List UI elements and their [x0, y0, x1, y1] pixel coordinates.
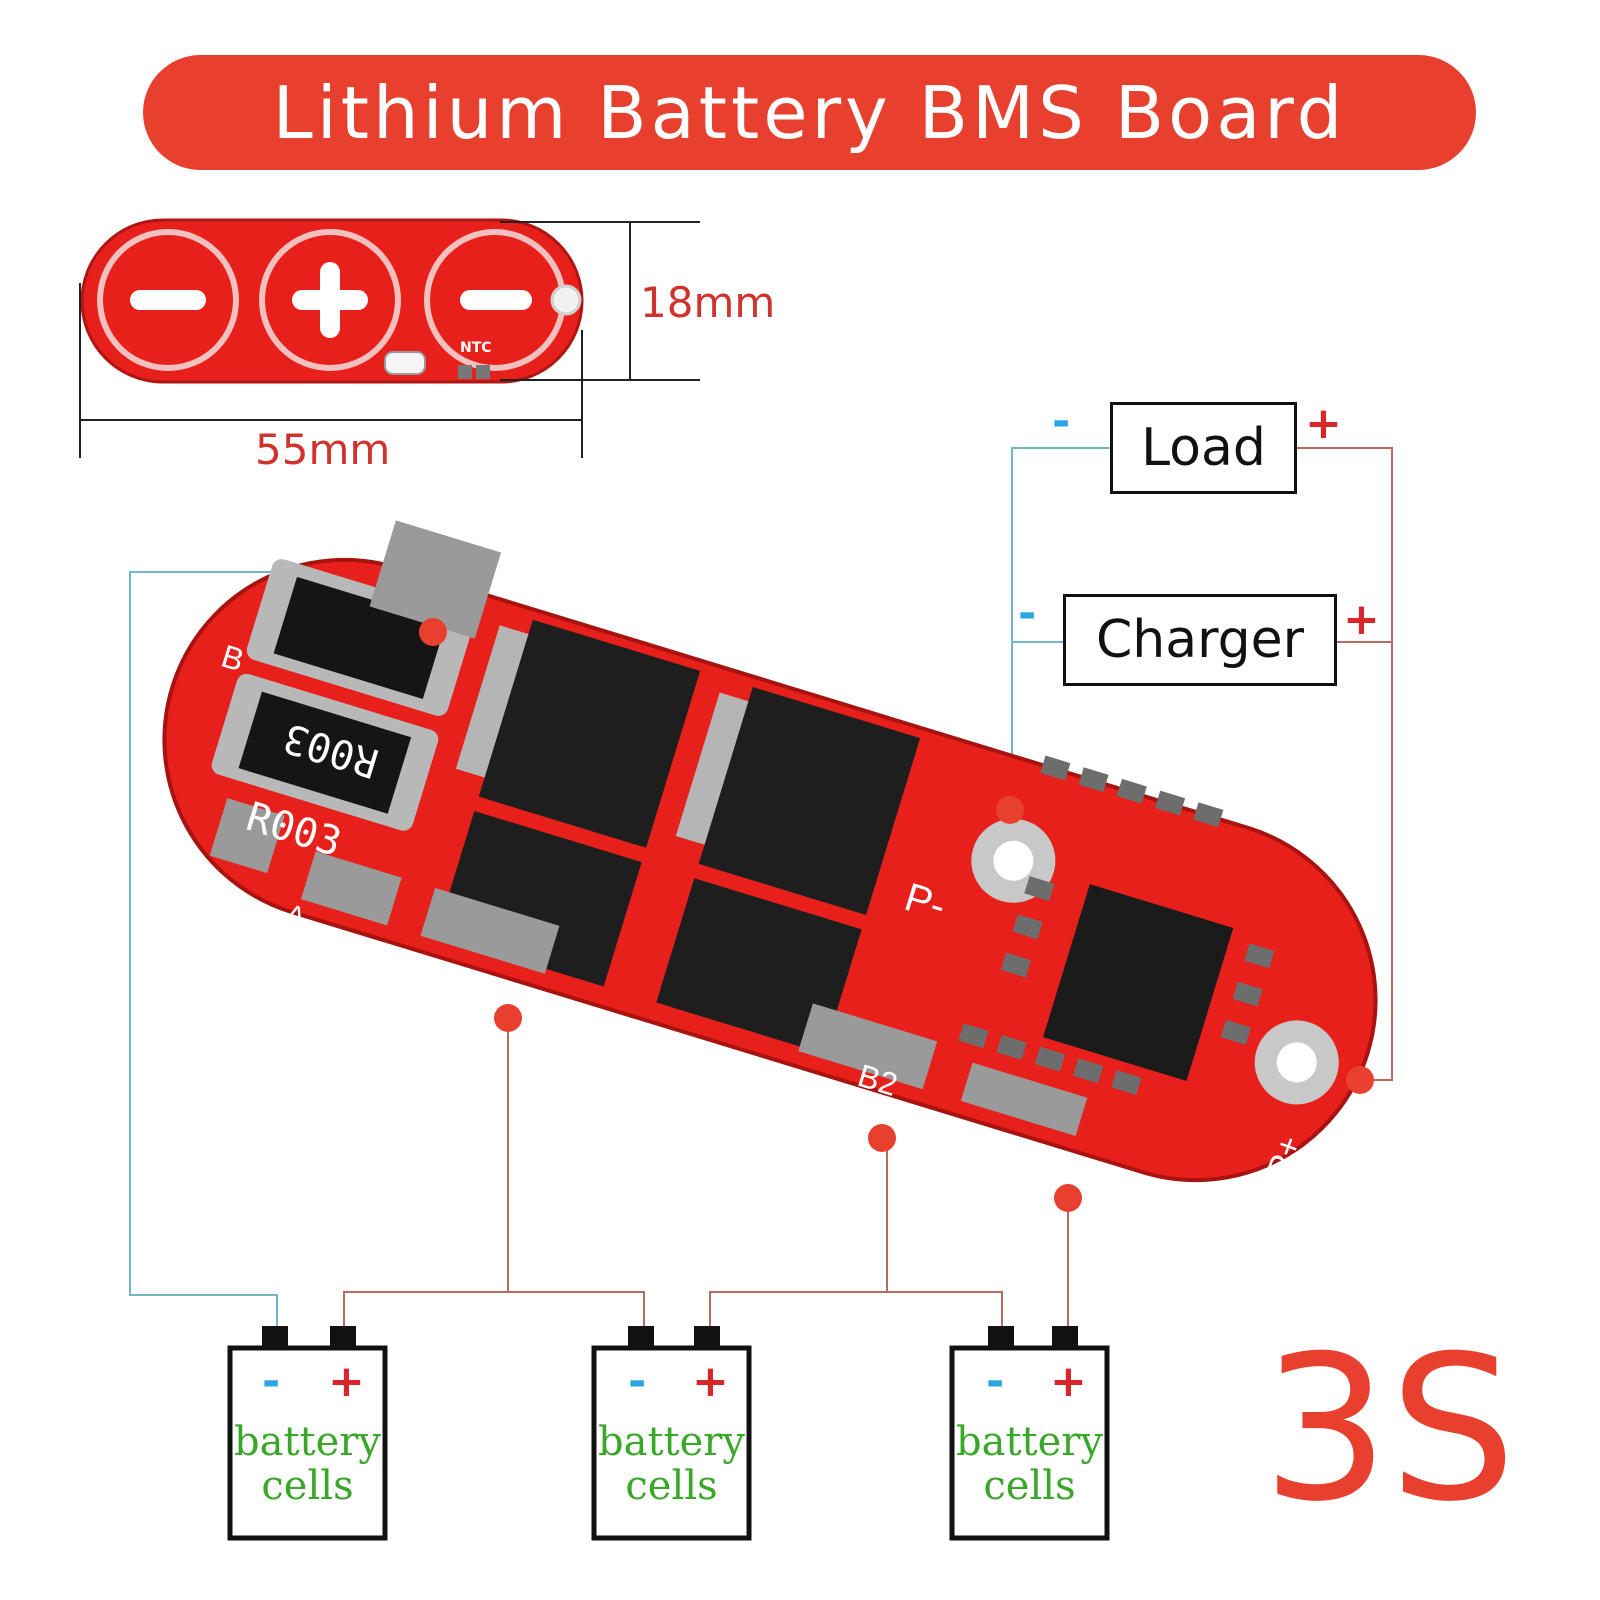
charger-minus-sign: -	[1018, 588, 1037, 639]
cell-minus-sign: -	[986, 1356, 1005, 1407]
load-box: Load	[1110, 402, 1297, 494]
pcb-board	[162, 520, 1378, 1183]
small-board: NTC	[80, 218, 584, 384]
pad-b-plus-label: B+	[1174, 1191, 1220, 1234]
connection-dots	[419, 618, 1374, 1212]
resistor-label: R003	[278, 713, 384, 786]
pad-b-lower-label: B	[395, 959, 427, 1001]
height-dimension: 18mm	[640, 278, 776, 327]
charger-box: Charger	[1063, 594, 1337, 686]
cell-plus-sign: +	[1050, 1356, 1087, 1407]
mosfet-chip	[698, 686, 921, 916]
pad-p-minus-label: P-	[899, 875, 951, 929]
dimension-lines	[79, 221, 700, 458]
cell-plus-sign: +	[692, 1356, 729, 1407]
cell-minus-sign: -	[262, 1356, 281, 1407]
charger-plus-sign: +	[1343, 594, 1380, 645]
width-dimension: 55mm	[255, 425, 391, 474]
resistor-label: R003	[241, 794, 347, 867]
mosfet-chip	[656, 878, 862, 1054]
cell-label: battery cells	[598, 1419, 745, 1509]
pad-b2-label: B2	[853, 1057, 902, 1103]
cell-minus-sign: -	[628, 1356, 647, 1407]
battery-cell-icon	[227, 1326, 388, 1541]
series-count-label: 3S	[1262, 1313, 1517, 1546]
pad-b-label: B	[217, 637, 249, 679]
pad-a-label: A	[282, 897, 309, 934]
title-banner: Lithium Battery BMS Board	[143, 55, 1476, 170]
b2-wire	[709, 1140, 888, 1330]
battery-cell-icon	[591, 1326, 752, 1541]
cell-plus-sign: +	[328, 1356, 365, 1407]
cell-label: battery cells	[956, 1419, 1103, 1509]
load-plus-sign: +	[1305, 398, 1342, 449]
load-minus-sign: -	[1052, 396, 1071, 447]
b1-wire	[343, 1020, 509, 1330]
control-ic	[1043, 884, 1234, 1081]
battery-cell-icon	[949, 1326, 1110, 1541]
pad-b1-label: B1	[577, 1023, 626, 1069]
load-minus-wire	[1011, 447, 1110, 810]
page-title: Lithium Battery BMS Board	[272, 70, 1347, 155]
ntc-label: NTC	[460, 340, 492, 356]
mosfet-chip	[478, 619, 701, 848]
load-plus-wire	[1297, 447, 1393, 1081]
pad-p-plus-label: P+	[1259, 1130, 1310, 1184]
cell-label: battery cells	[234, 1419, 381, 1509]
